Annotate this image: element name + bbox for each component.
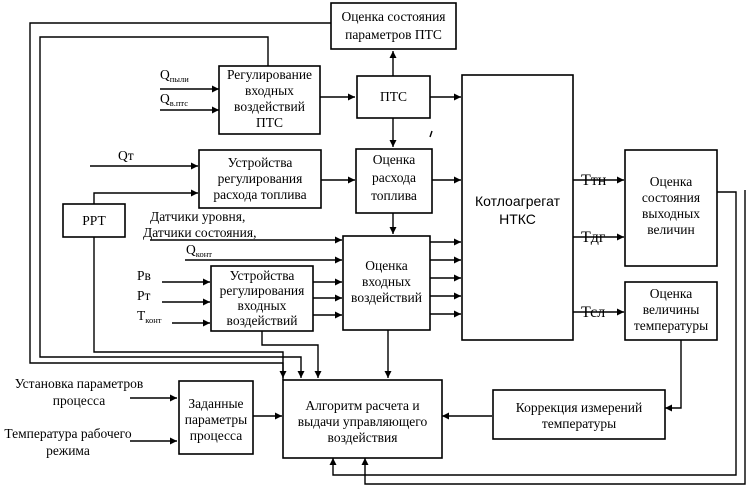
block-ustr-topliva-line-2: регулирования xyxy=(218,171,303,186)
block-ustr-vhod-line-4: воздействий xyxy=(227,313,298,328)
block-ocenka-vyhod-line-4: величин xyxy=(647,222,695,237)
block-ocenka-rashoda-line-1: Оценка xyxy=(373,152,416,167)
block-ocenka-vhod-line-2: входных xyxy=(362,274,411,289)
block-kotel-line-1: Котлоагрегат xyxy=(475,193,561,209)
block-ustr-topliva-line-3: расхода топлива xyxy=(213,187,306,202)
arrow-ocenka-temp-to-korrekciya xyxy=(665,340,682,412)
block-korrekciya-line-2: температуры xyxy=(542,416,616,431)
label-temperatura-line-2: режима xyxy=(46,443,90,458)
block-rrt-label: РРТ xyxy=(82,213,106,228)
block-regul-line-4: ПТС xyxy=(256,115,283,130)
block-ocenka-temp: Оценка величины температуры xyxy=(624,281,718,341)
block-ocenka-vhod-line-3: воздействий xyxy=(351,290,422,305)
block-ocenka-rashoda: Оценка расхода топлива xyxy=(355,148,433,214)
label-t-kont: Тконт xyxy=(137,308,162,325)
block-ocenka-temp-line-2: величины xyxy=(643,302,700,317)
block-ustr-vhod-line-1: Устройства xyxy=(230,268,295,283)
block-zadannye: Заданные параметры процесса xyxy=(178,380,254,455)
block-ocenka-temp-line-1: Оценка xyxy=(650,286,693,301)
line-rrt-to-algoritm xyxy=(93,237,284,380)
block-ustr-topliva: Устройства регулирования расхода топлива xyxy=(198,149,322,209)
block-kotloagregat: Котлоагрегат НТКС xyxy=(461,74,574,341)
label-r-t: Рт xyxy=(137,288,151,303)
block-korrekciya: Коррекция измерений температуры xyxy=(492,389,666,440)
block-ocenka-pts-line-2: параметров ПТС xyxy=(345,27,442,42)
label-ustanovka-line-2: процесса xyxy=(53,393,105,408)
stray-mark xyxy=(429,130,433,138)
label-datchiki-sostoyaniya: Датчики состояния, xyxy=(143,225,256,240)
label-t-dg: Тдг xyxy=(581,229,606,246)
block-ocenka-temp-line-3: температуры xyxy=(634,318,708,333)
block-zadannye-line-1: Заданные xyxy=(188,396,243,411)
arrow-rrt-to-ustr-topliva xyxy=(93,189,198,204)
block-zadannye-line-2: параметры xyxy=(185,412,247,427)
label-r-v: Рв xyxy=(137,268,151,283)
block-regul-vhod-pts: Регулирование входных воздействий ПТС xyxy=(218,65,321,135)
block-ocenka-vyhod: Оценка состояния выходных величин xyxy=(624,149,718,267)
label-q-t: Qт xyxy=(118,148,134,163)
block-ustr-vhod-line-3: входных xyxy=(238,298,287,313)
label-t-tn: Ттн xyxy=(581,172,607,189)
arrow-regul-to-algoritm xyxy=(39,36,305,378)
label-q-vpts: Qв.птс xyxy=(160,91,188,108)
block-algoritm-line-2: выдачи управляющего xyxy=(298,414,428,429)
label-datchiki-urovnya: Датчики уровня, xyxy=(150,209,245,224)
block-korrekciya-line-1: Коррекция измерений xyxy=(516,400,642,415)
arrow-ustr-vhod-to-algoritm xyxy=(261,331,322,378)
block-ocenka-vyhod-line-3: выходных xyxy=(642,206,700,221)
block-regul-line-3: воздействий xyxy=(234,99,305,114)
block-ocenka-vyhod-line-2: состояния xyxy=(642,190,700,205)
label-q-pyli: Qпыли xyxy=(160,67,189,84)
block-ustr-vhod-line-2: регулирования xyxy=(220,283,305,298)
block-algoritm-line-3: воздействия xyxy=(328,430,398,445)
label-temperatura-line-1: Температура рабочего xyxy=(4,426,131,441)
arrow-ocenka-vyhod-to-algoritm xyxy=(329,191,737,476)
block-regul-line-1: Регулирование xyxy=(227,67,312,82)
label-t-sl: Тсл xyxy=(581,304,605,321)
signal-labels: Qпыли Qв.птс Qт Датчики уровня, Датчики … xyxy=(4,67,606,458)
connection-lines xyxy=(29,22,746,485)
block-regul-line-2: входных xyxy=(245,83,294,98)
block-pts-label: ПТС xyxy=(380,89,407,104)
block-ocenka-pts: Оценка состояния параметров ПТС xyxy=(330,2,457,50)
block-ocenka-pts-line-1: Оценка состояния xyxy=(341,9,445,24)
block-ustr-topliva-line-1: Устройства xyxy=(228,155,293,170)
block-pts: ПТС xyxy=(356,75,431,119)
label-q-kont: Qконт xyxy=(186,242,212,259)
block-ustr-vhod: Устройства регулирования входных воздейс… xyxy=(210,265,314,332)
block-algoritm: Алгоритм расчета и выдачи управляющего в… xyxy=(282,379,443,459)
block-rrt: РРТ xyxy=(62,203,126,238)
block-ocenka-rashoda-line-2: расхода xyxy=(372,170,416,185)
block-kotel-line-2: НТКС xyxy=(499,211,536,227)
block-ocenka-vhod: Оценка входных воздействий xyxy=(342,235,431,331)
block-zadannye-line-3: процесса xyxy=(190,428,242,443)
arrow-kotel-to-algoritm xyxy=(361,190,746,485)
block-algoritm-line-1: Алгоритм расчета и xyxy=(305,398,419,413)
block-ocenka-vyhod-line-1: Оценка xyxy=(650,174,693,189)
label-ustanovka-line-1: Установка параметров xyxy=(15,376,144,391)
block-ocenka-rashoda-line-3: топлива xyxy=(371,188,417,203)
block-ocenka-vhod-line-1: Оценка xyxy=(365,258,408,273)
